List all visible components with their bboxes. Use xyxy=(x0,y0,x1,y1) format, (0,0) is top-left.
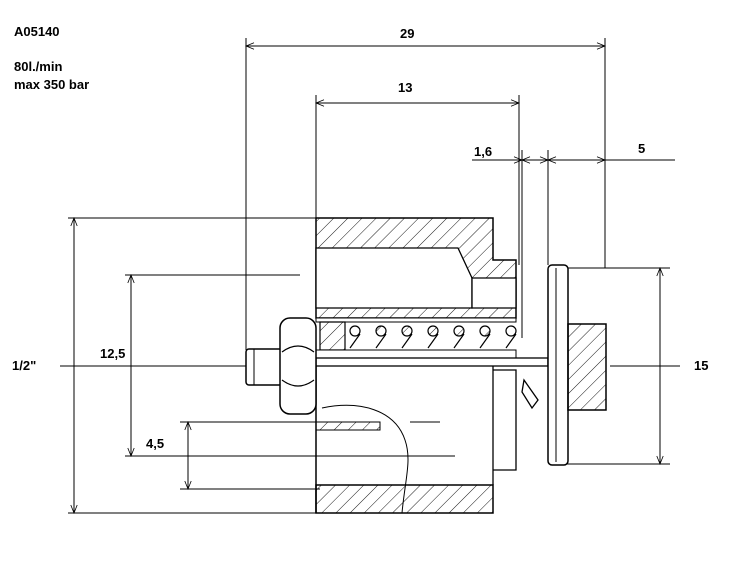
extension-lines xyxy=(68,38,670,514)
part-code: A05140 xyxy=(14,24,60,39)
nut xyxy=(245,317,317,415)
stem xyxy=(315,357,549,410)
pressure-rating: max 350 bar xyxy=(14,77,90,92)
dim-bore: 4,5 xyxy=(146,436,164,451)
dim-plate-diameter: 15 xyxy=(694,358,708,373)
dim-overall-length: 29 xyxy=(400,26,414,41)
dimension-labels: 29 13 1,6 5 1/2" 12,5 4,5 15 xyxy=(12,26,708,451)
dim-plate-thickness: 5 xyxy=(638,141,645,156)
dim-body-length: 13 xyxy=(398,80,412,95)
dim-gap: 1,6 xyxy=(474,144,492,159)
flow-rating: 80l./min xyxy=(14,59,63,74)
dim-inner-diameter: 12,5 xyxy=(100,346,125,361)
valve-plate xyxy=(547,264,607,466)
spring xyxy=(349,325,517,349)
dim-thread: 1/2" xyxy=(12,358,36,373)
